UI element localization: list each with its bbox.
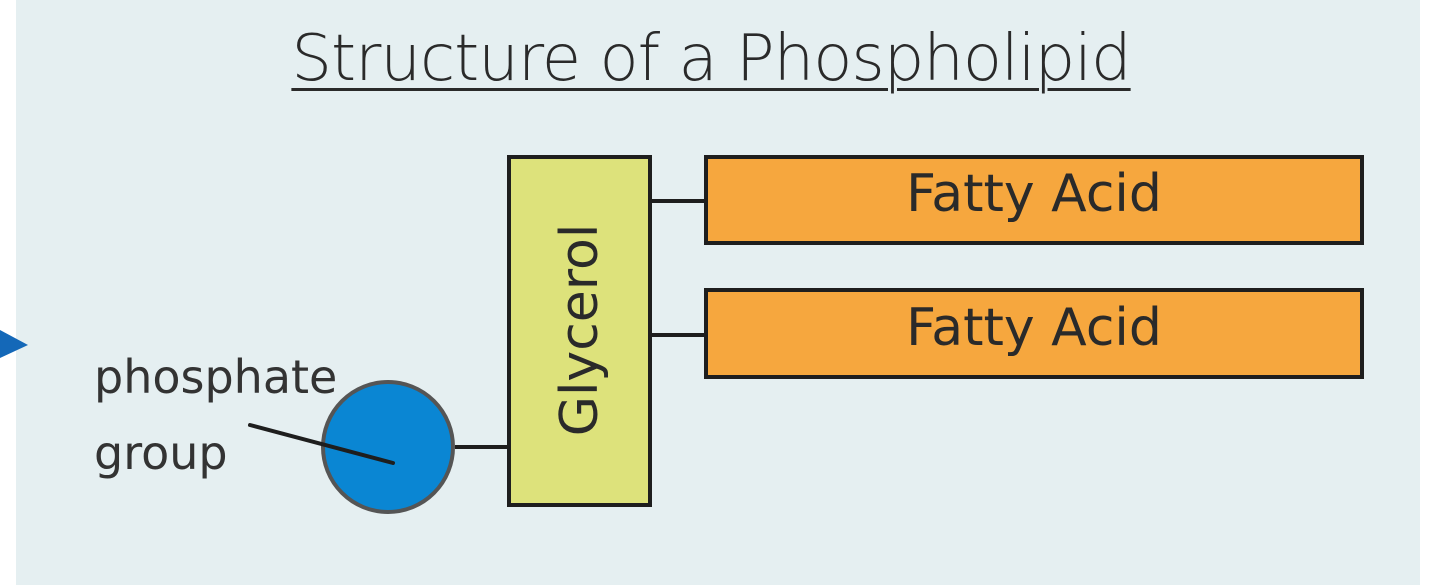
fatty-acid-label-2: Fatty Acid [906,298,1162,358]
glycerol-block [507,155,652,507]
arrow-tip-icon [0,330,28,358]
fatty-acid-label-1: Fatty Acid [906,164,1162,224]
glycerol-label: Glycerol [550,223,610,437]
phosphate-group-circle [321,380,455,514]
phosphate-label-line-2: group [94,426,228,480]
phosphate-label-pointer [248,423,395,465]
diagram-title: Structure of a Phospholipid [291,22,1131,96]
fatty-acid-block-1 [704,155,1364,245]
fatty-acid-block-2 [704,288,1364,379]
phosphate-label-line-1: phosphate [94,350,338,404]
